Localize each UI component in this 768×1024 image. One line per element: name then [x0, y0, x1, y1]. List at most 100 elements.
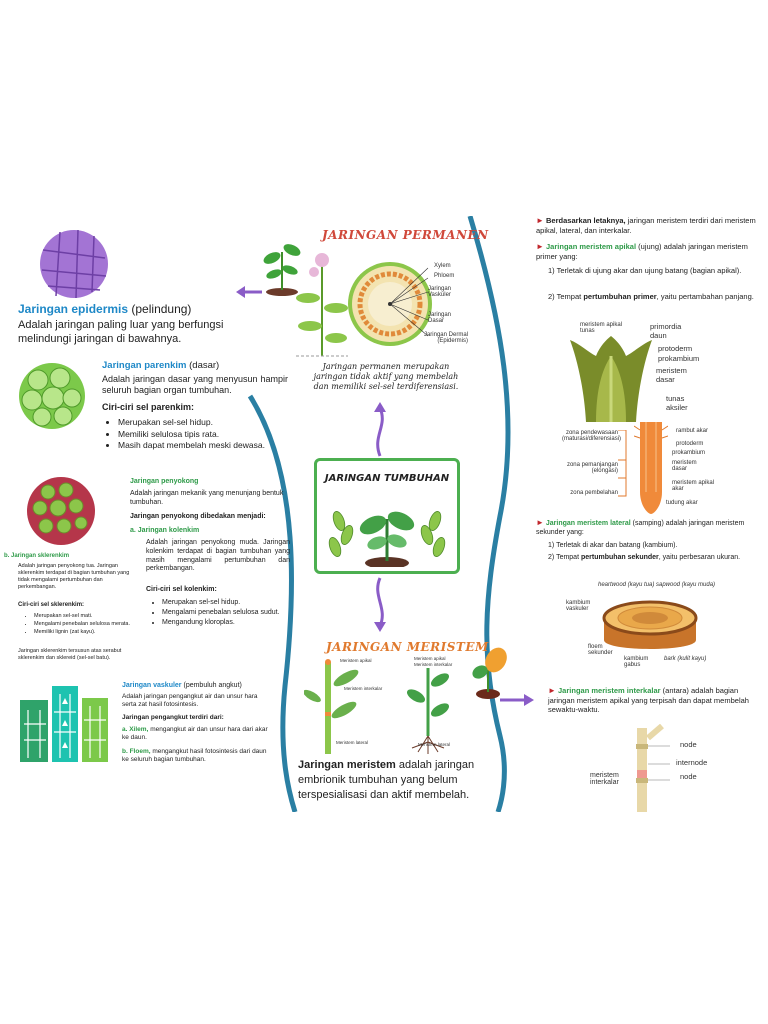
parenkim-ciri-title: Ciri-ciri sel parenkim: — [102, 402, 195, 412]
label-meristem-dasar: meristem dasar — [656, 366, 687, 384]
sklerenkim-note: Jaringan sklerenkim tersusun atas serabu… — [18, 648, 122, 661]
label-meristem-interkalar: meristem interkalar — [590, 772, 619, 786]
label-bark: bark (kulit kayu) — [664, 656, 707, 662]
label-rambut-akar: rambut akar — [676, 428, 709, 434]
leaves-sprout-image — [328, 511, 446, 567]
penyokong-heading: Jaringan penyokong — [130, 478, 199, 485]
label-phloem: Phloem — [434, 273, 455, 279]
lateral-point-2: 2) Tempat pertumbuhan sekunder, yaitu pe… — [548, 554, 741, 561]
kolenkim-ciri-title: Ciri-ciri sel kolenkim: — [146, 586, 217, 593]
label-kambium-gabus: kambium gabus — [624, 656, 649, 668]
list-item: Mengandung kloroplas. — [162, 619, 308, 628]
kolenkim-description: Adalah jaringan penyokong muda. Jaringan… — [146, 539, 290, 573]
label-meristem-interkalar-2: Meristem interkalar — [414, 662, 453, 667]
xilem-item: a. Xilem, mengangkut air dan unsur hara … — [122, 726, 268, 742]
permanen-description: Jaringan permanen merupakan jaringan tid… — [313, 362, 459, 391]
penyokong-divide: Jaringan penyokong dibedakan menjadi: — [130, 513, 266, 520]
label-meristem-lateral-2: Meristem lateral — [418, 742, 451, 747]
sklerenkim-ciri-list: Merupakan sel-sel mati. Mengalami peneba… — [18, 612, 158, 637]
sklerenkim-heading: b. Jaringan sklerenkim — [4, 553, 70, 559]
penyokong-description: Adalah jaringan mekanik yang menunjang b… — [130, 490, 284, 506]
label-meristem-interkalar-1: Meristem interkalar — [344, 686, 383, 691]
parenkim-heading: Jaringan parenkim (dasar) — [102, 360, 220, 371]
label-protoderm-akar: protoderm — [676, 441, 704, 447]
meristem-stem-image-2 — [406, 668, 450, 754]
label-prokambium-akar: prokambium — [672, 450, 706, 456]
vaskuler-tissue-image — [20, 686, 108, 762]
label-sapwood: sapwood (kayu muda) — [656, 582, 716, 588]
penyokong-cells-image — [27, 477, 95, 545]
vaskuler-description: Adalah jaringan pengangkut air dan unsur… — [122, 693, 258, 709]
label-zona-pendewasaan: zona pendewasaan (maturasi/diferensiasi) — [562, 430, 622, 442]
infographic-sheet: Jaringan epidermis (pelindung) Adalah ja… — [0, 216, 768, 812]
sklerenkim-ciri-title: Ciri-ciri sel sklerenkim: — [18, 602, 85, 608]
label-tunas-aksiler: tunas aksiler — [666, 394, 688, 412]
sklerenkim-description: Adalah jaringan penyokong tua. Jaringan … — [18, 563, 130, 590]
label-tudung-akar: tudung akar — [666, 500, 698, 506]
main-title-box: JARINGAN TUMBUHAN — [314, 458, 460, 574]
list-item: Memiliki lignin (zat kayu). — [34, 629, 158, 636]
label-prokambium: prokambium — [658, 354, 700, 363]
label-meristem-lateral-1: Meristem lateral — [336, 740, 369, 745]
kolenkim-heading: a. Jaringan kolenkim — [130, 527, 200, 534]
list-item: Mengalami penebalan selulosa sudut. — [162, 609, 308, 618]
root-tip-image — [634, 422, 668, 514]
label-zona-pembelahan: zona pembelahan — [570, 490, 618, 496]
label-protoderm: protoderm — [658, 344, 693, 353]
permanen-title: JARINGAN PERMANEN — [322, 228, 489, 242]
meristem-title: JARINGAN MERISTEM — [326, 640, 489, 654]
divider-curves — [236, 216, 534, 812]
vaskuler-terdiri: Jaringan pengangkut terdiri dari: — [122, 714, 224, 721]
label-xylem: Xylem — [434, 263, 451, 269]
list-item: Merupakan sel-sel mati. — [34, 613, 158, 620]
lateral-heading: ► Jaringan meristem lateral (samping) ad… — [536, 518, 745, 536]
list-item: Mengalami penebalan selulosa merata. — [34, 621, 158, 628]
list-item: Merupakan sel-sel hidup. — [162, 599, 308, 608]
root-zone-bracket — [618, 430, 627, 497]
label-zona-pemanjangan: zona pemanjangan (elongasi) — [566, 462, 618, 474]
label-jaringan-dasar: Jaringan Dasar — [428, 312, 452, 324]
meristem-stem-image-1 — [304, 659, 359, 754]
apikal-heading: ► Jaringan meristem apikal (ujung) adala… — [536, 242, 748, 261]
meristem-description: Jaringan meristem adalah jaringan embrio… — [298, 759, 475, 801]
meristem-intro: ► Berdasarkan letaknya, jaringan meriste… — [536, 216, 756, 235]
apikal-point-1: 1) Terletak di ujung akar dan ujung bata… — [548, 266, 742, 275]
label-primordia-daun: primordia daun — [650, 322, 682, 340]
label-node-2: node — [680, 772, 697, 781]
label-jaringan-vaskuler: Jaringan Vaskuler — [428, 286, 452, 298]
parenkim-ciri-list: Merupakan sel-sel hidup. Memiliki selulo… — [102, 416, 304, 452]
label-meristem-apikal-1: Meristem apikal — [340, 658, 372, 663]
sprout-image — [472, 647, 507, 699]
kolenkim-ciri-list: Merupakan sel-sel hidup. Mengalami peneb… — [146, 598, 308, 628]
seedling-image — [263, 244, 301, 296]
label-meristem-dasar-akar: meristem dasar — [672, 460, 697, 472]
label-kambium-vaskuler: kambium vaskuler — [566, 600, 591, 612]
label-internode: internode — [676, 758, 708, 767]
node-internode-stem-image — [636, 724, 670, 812]
list-item: Masih dapat membelah meski dewasa. — [118, 440, 304, 451]
epidermis-cells-image — [40, 229, 108, 299]
epidermis-description: Adalah jaringan paling luar yang berfung… — [18, 319, 224, 345]
log-cross-section-image — [602, 600, 698, 649]
parenkim-description: Adalah jaringan dasar yang menyusun hamp… — [102, 374, 288, 396]
vaskuler-heading: Jaringan vaskuler (pembuluh angkut) — [122, 682, 242, 689]
shoot-apex-image — [570, 336, 652, 422]
list-item: Memiliki selulosa tipis rata. — [118, 429, 304, 440]
label-floem-sekunder: floem sekunder — [588, 644, 613, 656]
label-jaringan-dermal: Jaringan Dermal (Epidermis) — [423, 332, 468, 344]
epidermis-heading: Jaringan epidermis (pelindung) — [18, 302, 192, 316]
apikal-point-2: 2) Tempat pertumbuhan primer, yaitu pert… — [548, 292, 754, 301]
label-node-1: node — [680, 740, 697, 749]
lateral-point-1: 1) Terletak di akar dan batang (kambium)… — [548, 542, 678, 549]
cross-section-leader-lines — [390, 267, 429, 337]
parenkim-cells-image — [19, 363, 85, 429]
flowering-plant-image — [296, 253, 348, 357]
label-meristem-apikal-tunas: meristem apikal tunas — [580, 322, 623, 334]
interkalar-heading: ► Jaringan meristem interkalar (antara) … — [548, 686, 749, 715]
label-heartwood: heartwood (kayu tua) — [598, 582, 655, 588]
label-meristem-apikal-2: Meristem apikal — [414, 656, 446, 661]
label-meristem-apikal-akar: meristem apikal akar — [672, 480, 715, 492]
main-title: JARINGAN TUMBUHAN — [324, 473, 450, 484]
floem-item: b. Floem, mengangkut hasil fotosintesis … — [122, 748, 267, 764]
list-item: Merupakan sel-sel hidup. — [118, 417, 304, 428]
